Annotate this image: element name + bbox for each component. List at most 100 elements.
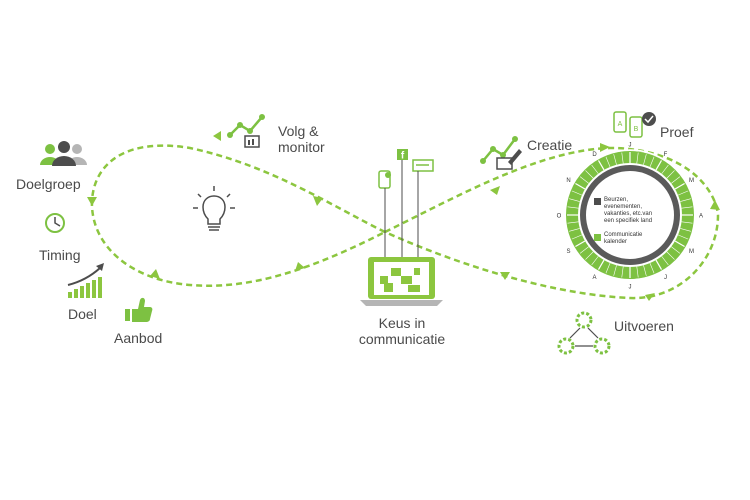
ring-tick	[571, 190, 583, 196]
ring-tick	[643, 154, 647, 165]
month-letter: M	[689, 178, 694, 184]
growth-chart-icon	[67, 263, 104, 298]
month-letters: J F M A M J J A S O N D	[557, 143, 703, 291]
ring-tick	[636, 266, 639, 278]
infinity-loop	[90, 144, 720, 300]
gears-connector	[569, 327, 599, 347]
laptop-icon	[360, 257, 443, 306]
ring-tick	[575, 240, 586, 248]
month-letter: S	[567, 249, 571, 255]
ring-tick	[569, 228, 580, 232]
arrow-right-lower	[500, 272, 510, 280]
label-creatie: Creatie	[527, 137, 573, 153]
ring-tick	[649, 262, 655, 274]
label-aanbod: Aanbod	[114, 330, 163, 346]
ring-tick	[575, 182, 586, 190]
ring-tick	[605, 262, 611, 274]
arrow-left-side	[87, 197, 97, 206]
ring-tick	[613, 154, 617, 165]
ring-tick	[680, 228, 691, 232]
calendar-ring: J F M A M J J A S O N D	[557, 143, 703, 291]
ring-tick	[597, 160, 605, 171]
ring-tick	[671, 246, 681, 254]
month-letter: A	[699, 214, 703, 220]
ring-tick	[666, 251, 675, 260]
month-letter: M	[689, 249, 694, 255]
legend-swatch-calendar	[594, 234, 601, 241]
ring-tick	[597, 259, 605, 270]
connector-lines	[384, 160, 419, 262]
arrow-right-side	[710, 200, 720, 210]
label-doel: Doel	[68, 306, 97, 322]
label-volg-monitor: Volg & monitor	[278, 123, 325, 155]
month-letter: D	[592, 152, 597, 158]
ring-tick	[649, 156, 655, 168]
ring-tick	[585, 251, 594, 260]
ring-tick	[569, 198, 580, 202]
mail-tag-icon	[412, 159, 434, 172]
clock-icon	[45, 213, 65, 233]
ab-letter-b: B	[634, 126, 639, 133]
month-letter: N	[566, 178, 570, 184]
label-volg-line1: Volg &	[278, 123, 319, 139]
month-letter: J	[629, 143, 632, 149]
month-letter: J	[629, 285, 632, 291]
arrow-left-bottom	[295, 262, 305, 271]
ring-tick	[674, 182, 685, 190]
ab-letter-a: A	[618, 121, 623, 128]
label-timing: Timing	[39, 247, 81, 263]
people-icon	[40, 141, 87, 166]
ring-tick	[666, 170, 675, 179]
ring-tick	[567, 206, 579, 209]
arrow-left-lower	[150, 269, 160, 279]
ring-tick	[621, 266, 624, 278]
ring-tick	[643, 265, 647, 276]
ring-tick	[591, 256, 599, 266]
legend-swatch-events	[594, 198, 601, 205]
ring-tick	[677, 234, 689, 240]
label-keus-in-communicatie: Keus in communicatie	[343, 315, 461, 347]
ring-tick	[579, 246, 589, 254]
ring-tick	[636, 152, 639, 164]
arrow-right-bottom	[645, 293, 655, 301]
ring-tick	[585, 170, 594, 179]
month-letter: O	[557, 214, 562, 220]
month-letter: F	[664, 152, 668, 158]
arrow-right-upper	[490, 186, 500, 195]
ring-tick	[661, 256, 669, 266]
ring-tick	[567, 221, 579, 224]
ring-tick	[613, 265, 617, 276]
arrow-volg	[213, 131, 221, 141]
ring-tick	[671, 176, 681, 184]
label-volg-line2: monitor	[278, 139, 325, 155]
arrow-right-top	[600, 143, 610, 152]
ring-tick	[591, 164, 599, 174]
label-doelgroep: Doelgroep	[16, 176, 81, 192]
gears-icon	[557, 311, 611, 355]
ring-ticks	[567, 152, 693, 278]
month-letter: J	[664, 275, 667, 281]
ring-tick	[680, 198, 691, 202]
ring-tick	[681, 206, 693, 209]
facebook-icon: f	[397, 149, 408, 162]
monitor-chart-icon	[227, 114, 265, 148]
label-proef: Proef	[660, 124, 694, 140]
ring-tick	[579, 176, 589, 184]
lightbulb-icon	[193, 186, 235, 231]
label-uitvoeren: Uitvoeren	[614, 318, 674, 334]
legend-text-calendar: Communicatie kalender	[604, 232, 643, 245]
ring-tick	[661, 164, 669, 174]
month-letter: A	[592, 275, 596, 281]
ab-test-icon	[613, 111, 656, 138]
ring-tick	[605, 156, 611, 168]
ring-tick	[571, 234, 583, 240]
creatie-icon	[480, 136, 522, 170]
ring-tick	[655, 160, 663, 171]
thumbs-up-icon	[125, 297, 153, 322]
label-keus-line1: Keus in	[378, 315, 426, 331]
arrow-left-upper	[313, 196, 323, 206]
legend-text-events: Beurzen, evenementen, vakanties, etc.van…	[604, 197, 653, 224]
ring-tick	[674, 240, 685, 248]
label-keus-line2: communicatie	[358, 331, 446, 347]
